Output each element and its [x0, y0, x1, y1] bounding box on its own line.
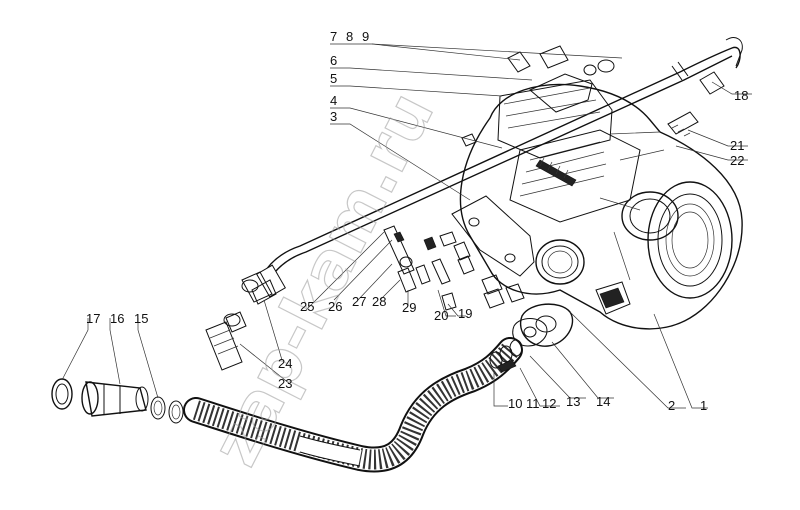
callout-18: 18	[734, 88, 748, 103]
callout-3: 3	[330, 109, 337, 124]
drain-flange	[512, 303, 574, 347]
callout-12: 12	[542, 396, 556, 411]
callout-2: 2	[668, 398, 675, 413]
callout-7: 7	[330, 29, 337, 44]
callout-13: 13	[566, 394, 580, 409]
callout-9: 9	[362, 29, 369, 44]
callout-15: 15	[134, 311, 148, 326]
callout-19: 19	[458, 306, 472, 321]
callout-29: 29	[402, 300, 416, 315]
callout-11: 11	[526, 396, 540, 411]
small-fasteners	[383, 225, 525, 311]
leader-lines	[61, 43, 752, 409]
callout-4: 4	[330, 93, 337, 108]
callout-16: 16	[110, 311, 124, 326]
callout-17: 17	[86, 311, 100, 326]
hose-clamps	[489, 339, 523, 373]
callout-1: 1	[700, 398, 707, 413]
callout-10: 10	[508, 396, 522, 411]
callout-22: 22	[730, 153, 744, 168]
callout-25: 25	[300, 299, 314, 314]
turbocharger-assembly	[451, 45, 743, 330]
callout-labels: 7 8 9 6 5 4 3 18 21 22 25 26 27 28 29 20…	[86, 29, 748, 413]
callout-23: 23	[278, 376, 292, 391]
callout-5: 5	[330, 71, 337, 86]
callout-26: 26	[328, 299, 342, 314]
oil-drain-hose	[183, 337, 523, 473]
callout-20: 20	[434, 308, 448, 323]
callout-8: 8	[346, 29, 353, 44]
callout-14: 14	[596, 394, 610, 409]
callout-6: 6	[330, 53, 337, 68]
callout-27: 27	[352, 294, 366, 309]
banjo-fitting	[205, 271, 273, 371]
hose-fitting	[51, 378, 184, 424]
callout-28: 28	[372, 294, 386, 309]
callout-21: 21	[730, 138, 744, 153]
callout-24: 24	[278, 356, 292, 371]
oil-feed-tube	[251, 37, 743, 305]
